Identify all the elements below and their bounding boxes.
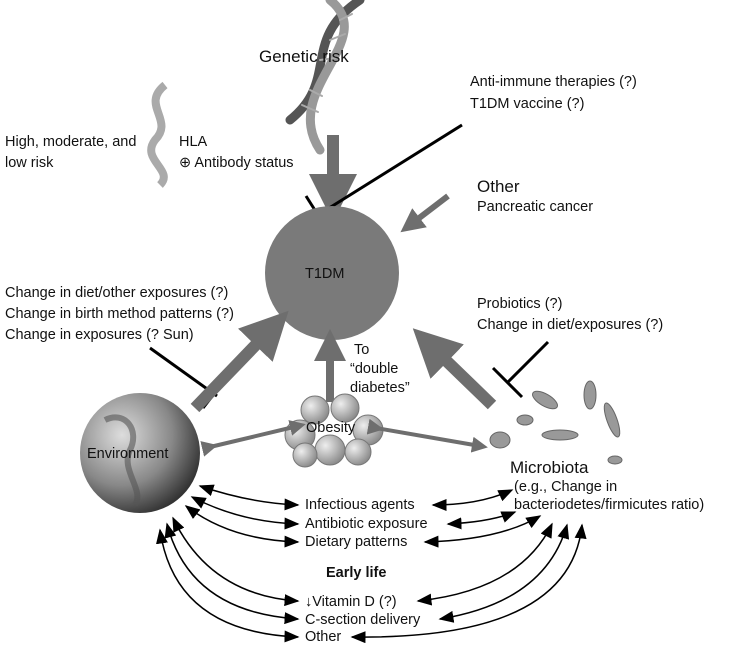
obesity-label: Obesity	[306, 420, 356, 436]
other-label: Other	[477, 177, 520, 196]
environment-arrow	[190, 310, 289, 413]
double-diabetes-line3: diabetes”	[350, 380, 410, 396]
pancreatic-cancer-label: Pancreatic cancer	[477, 199, 594, 215]
t1dm-label: T1DM	[305, 266, 345, 282]
therapies-line2: T1DM vaccine (?)	[470, 96, 585, 112]
microbiota-bacteria-icon	[489, 380, 623, 465]
obesity-microbiota-arrow	[366, 418, 488, 453]
microbiota-inhibition-bar	[491, 366, 524, 399]
environment-obesity-arrow	[200, 420, 306, 457]
early-life-heading: Early life	[326, 565, 387, 581]
microbiota-inhibition-line	[506, 340, 550, 384]
env-intervention-3: Change in exposures (? Sun)	[5, 327, 194, 343]
double-diabetes-line2: “double	[350, 361, 399, 377]
environment-label: Environment	[87, 446, 169, 462]
env-intervention-1: Change in diet/other exposures (?)	[5, 285, 229, 301]
other-arrow	[400, 193, 450, 233]
t1dm-node	[265, 206, 399, 340]
genetic-risk-label: Genetic risk	[259, 47, 349, 66]
risk-levels-line2: low risk	[5, 155, 54, 171]
globe-icon	[80, 393, 200, 513]
microbiota-detail-2: bacteriodetes/firmicutes ratio)	[514, 497, 705, 513]
microbiota-intervention-2: Change in diet/exposures (?)	[477, 317, 664, 333]
factor-infectious-agents: Infectious agents	[305, 497, 415, 513]
microbiota-detail-1: (e.g., Change in	[514, 479, 618, 495]
microbiota-label: Microbiota	[510, 458, 589, 477]
risk-levels-line1: High, moderate, and	[5, 134, 137, 150]
early-life-c-section: C-section delivery	[305, 612, 421, 628]
therapies-line1: Anti-immune therapies (?)	[470, 74, 637, 90]
factor-dietary-patterns: Dietary patterns	[305, 534, 408, 550]
hla-label: HLA	[179, 134, 208, 150]
microbiota-intervention-1: Probiotics (?)	[477, 296, 563, 312]
factor-antibiotic-exposure: Antibiotic exposure	[305, 516, 428, 532]
early-life-vitamin-d: ↓Vitamin D (?)	[305, 594, 397, 610]
double-diabetes-line1: To	[354, 342, 370, 358]
env-intervention-2: Change in birth method patterns (?)	[5, 306, 234, 322]
environment-inhibition-line	[149, 346, 218, 398]
therapy-inhibition-line	[317, 123, 463, 217]
shared-factor-arrows	[156, 484, 587, 644]
hla-wave-icon	[147, 81, 168, 188]
antibody-status-label: ⊕ Antibody status	[179, 155, 294, 171]
early-life-other: Other	[305, 629, 342, 645]
dna-helix-icon	[285, 0, 365, 155]
microbiota-arrow	[412, 328, 497, 410]
